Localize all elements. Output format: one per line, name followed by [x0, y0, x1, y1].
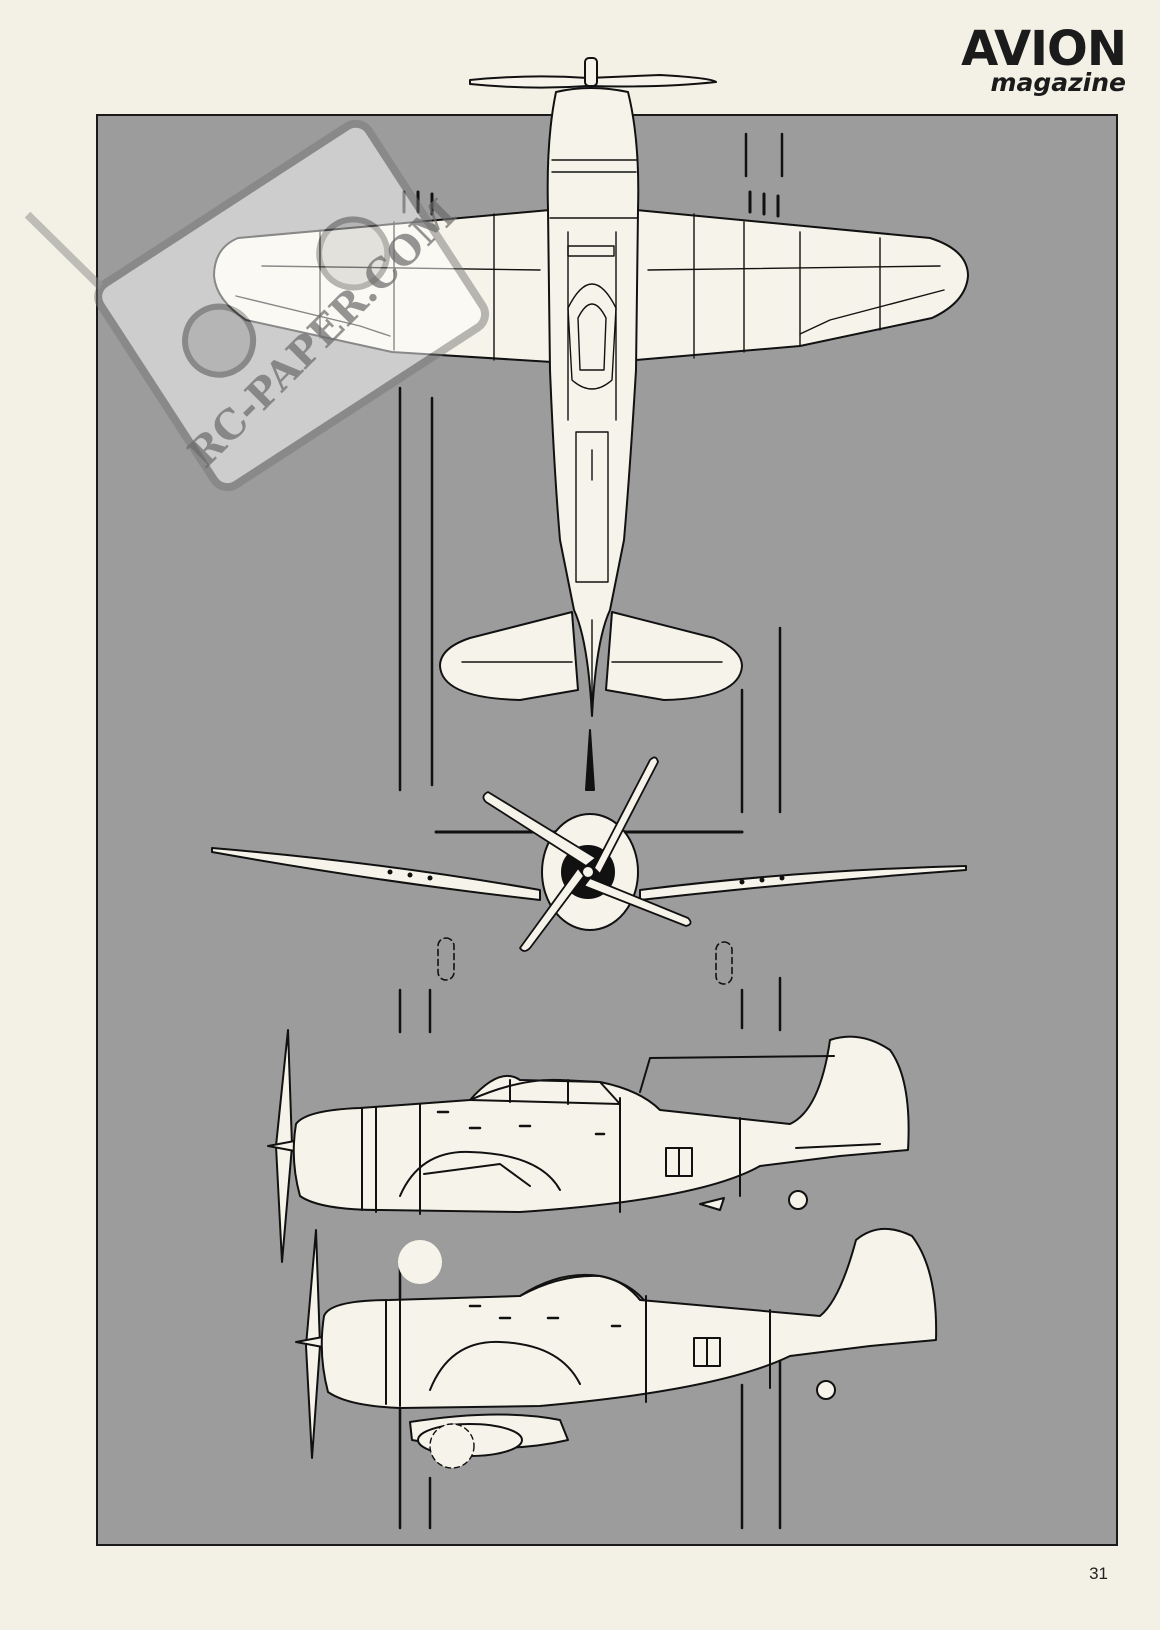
- page-number: 31: [1089, 1564, 1108, 1583]
- magazine-brand: AVION: [961, 21, 1127, 77]
- magazine-subtitle: magazine: [990, 68, 1126, 97]
- reference-lines: [398, 132, 784, 1530]
- side-view-lower: [295, 1228, 938, 1469]
- magazine-masthead: AVION magazine: [961, 21, 1127, 97]
- side-view-upper: [267, 1029, 910, 1263]
- front-view: [211, 729, 967, 985]
